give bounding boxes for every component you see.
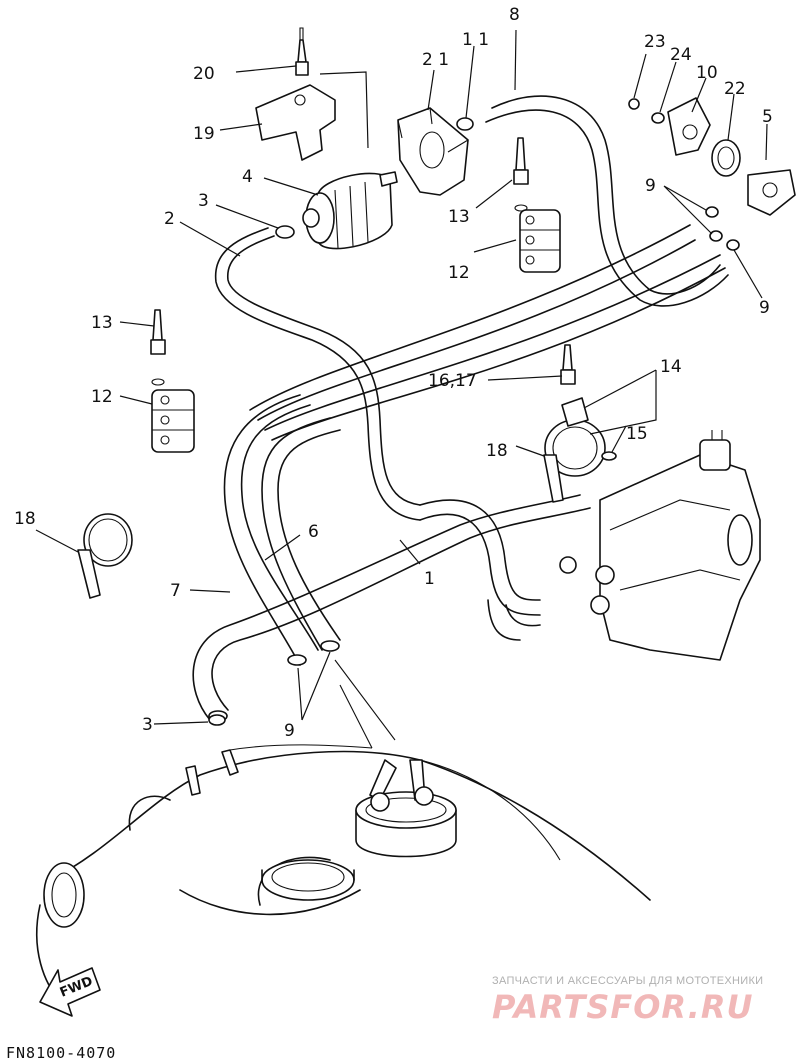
callout-7: 7 [170,581,181,601]
callout-9-upper: 9 [645,176,656,196]
clamp-3-upper [275,225,295,239]
callout-22: 22 [724,79,746,99]
bracket-19 [255,27,336,161]
callout-11: 1 1 [462,30,489,50]
clamp-3-lower [208,714,226,726]
callout-5: 5 [762,107,773,127]
callout-2: 2 [164,209,175,229]
callout-8: 8 [509,5,520,25]
callout-9-lower: 9 [284,721,295,741]
callout-23: 23 [644,32,666,52]
cable-tie-18-left [77,513,133,599]
callout-13-left: 13 [91,313,113,333]
callout-6: 6 [308,522,319,542]
callout-15: 15 [626,424,648,444]
callout-21: 2 1 [422,50,449,70]
callout-3-upper: 3 [198,191,209,211]
watermark-logo: PARTSFOR.RU [492,988,753,1026]
fitting-group-top-right [628,97,796,251]
callout-1: 1 [424,569,435,589]
watermark-tagline: ЗАПЧАСТИ И АКСЕССУАРЫ ДЛЯ МОТОТЕХНИКИ [492,975,763,987]
callout-9-right: 9 [759,298,770,318]
fuel-filter [302,171,398,250]
callout-4: 4 [242,167,253,187]
callout-14: 14 [660,357,682,377]
callout-16-17: 16,17 [428,371,477,391]
watermark: ЗАПЧАСТИ И АКСЕССУАРЫ ДЛЯ МОТОТЕХНИКИ PA… [492,975,763,1026]
callout-18-mid: 18 [486,441,508,461]
hose-holder-12-left [150,309,195,453]
callout-12-left: 12 [91,387,113,407]
leader-lines [35,29,768,725]
fwd-arrow: FWD [39,967,101,1017]
callout-18-left: 18 [14,509,36,529]
hose-bundle [192,95,729,751]
clamp-11 [456,117,474,131]
callout-labels: 20 19 4 3 2 13 12 18 7 6 1 3 9 2 1 1 1 8… [14,5,773,741]
throttle-body [559,430,761,661]
callout-13-mid: 13 [448,207,470,227]
fuel-tank [36,749,651,1001]
diagram-code: FN8100-4070 [6,1044,116,1062]
clamp-14-assembly [543,344,617,503]
callout-12-mid: 12 [448,263,470,283]
callout-20: 20 [193,64,215,84]
filter-bracket [397,107,469,196]
hose-holder-12-upper [513,137,561,273]
callout-24: 24 [670,45,692,65]
callout-3-lower: 3 [142,715,153,735]
callout-10: 10 [696,63,718,83]
callout-19: 19 [193,124,215,144]
